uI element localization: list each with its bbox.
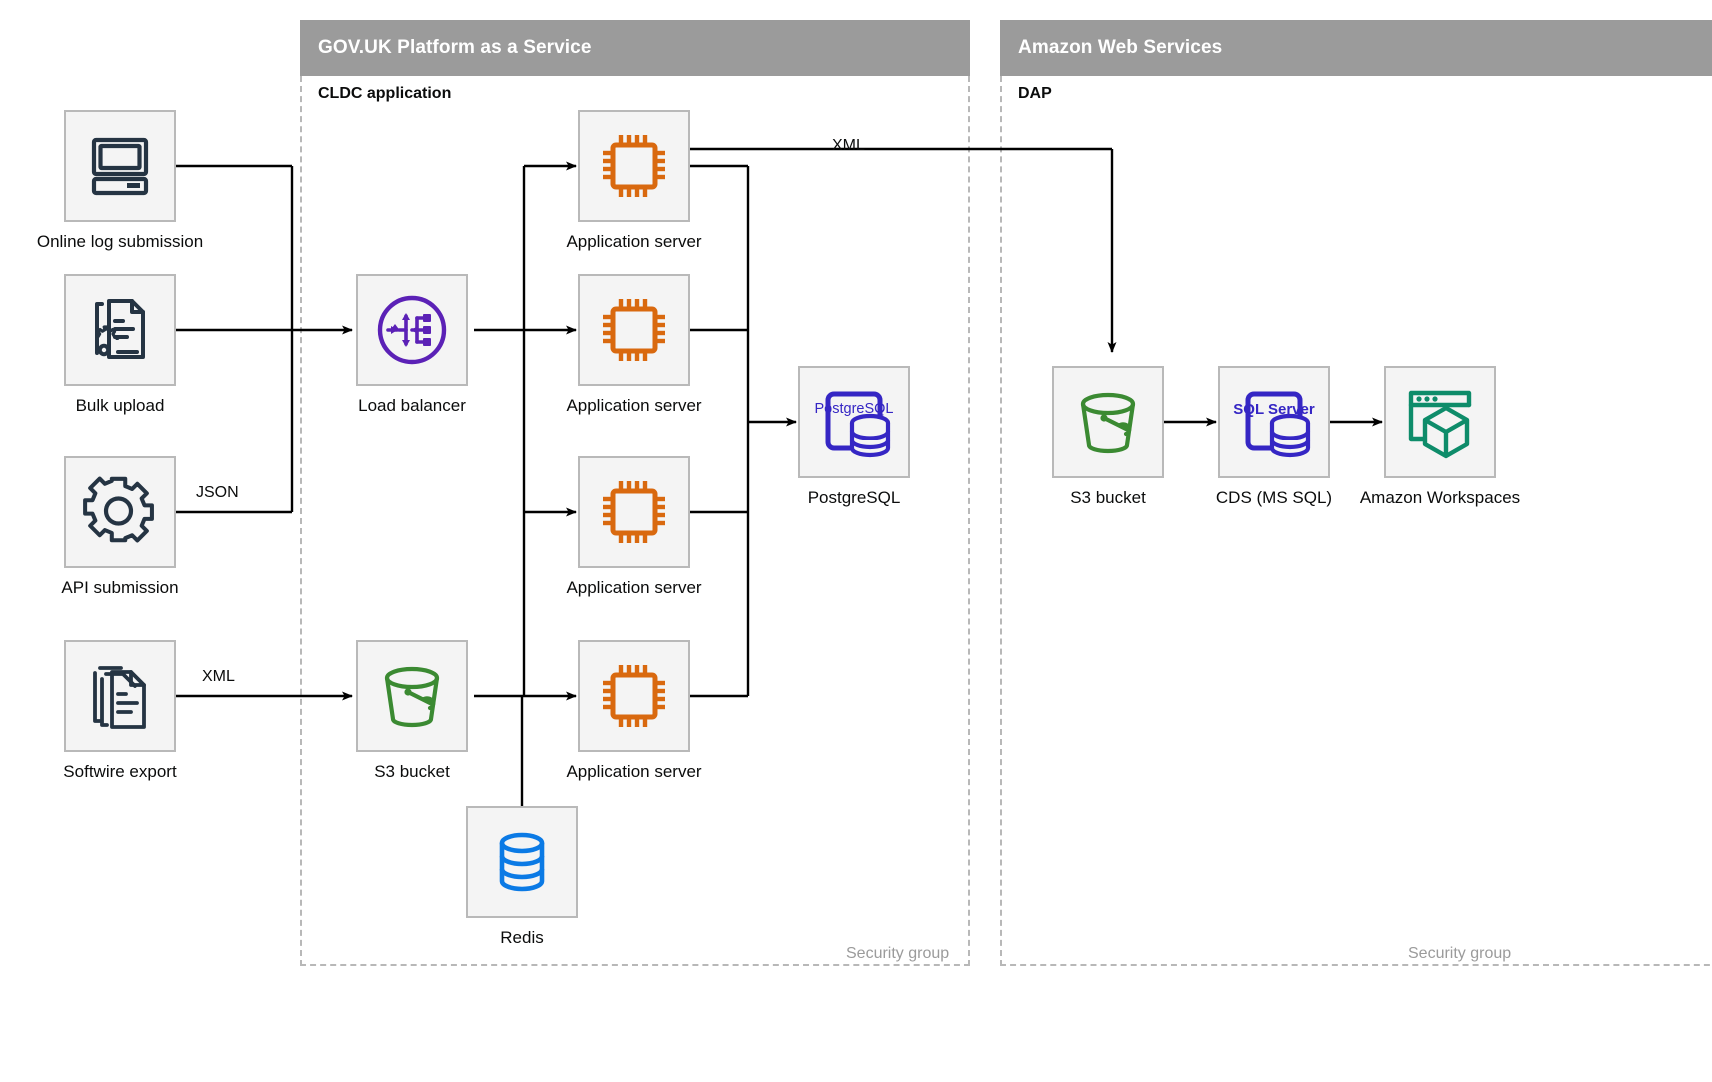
amazon-workspaces-icon bbox=[1408, 390, 1472, 459]
edge-label-xml-dap: XML bbox=[832, 137, 865, 154]
node-application-server-3[interactable]: Application server bbox=[566, 456, 702, 597]
node-label: Application server bbox=[566, 762, 702, 781]
node-label: S3 bucket bbox=[374, 762, 450, 781]
node-box bbox=[578, 456, 690, 568]
node-load-balancer[interactable]: Load balancer bbox=[356, 274, 468, 415]
node-box bbox=[64, 110, 176, 222]
node-box bbox=[356, 640, 468, 752]
postgresql-badge-text: PostgreSQL bbox=[815, 401, 894, 417]
group-header-aws: Amazon Web Services bbox=[1000, 20, 1712, 76]
node-box bbox=[466, 806, 578, 918]
node-box: PostgreSQL bbox=[798, 366, 910, 478]
node-label: Softwire export bbox=[63, 762, 177, 781]
sql-server-badge-text: SQL Server bbox=[1233, 401, 1315, 418]
group-title-aws: Amazon Web Services bbox=[1018, 37, 1223, 58]
node-label: Online log submission bbox=[36, 232, 204, 251]
node-application-server-1[interactable]: Application server bbox=[566, 110, 702, 251]
edge-label-json: JSON bbox=[196, 484, 239, 501]
desktop-computer-icon bbox=[91, 137, 149, 196]
load-balancer-icon bbox=[377, 295, 447, 365]
node-box bbox=[578, 110, 690, 222]
node-online-log-submission[interactable]: Online log submission bbox=[37, 110, 203, 251]
node-softwire-export[interactable]: Softwire export bbox=[63, 640, 177, 781]
gear-icon bbox=[83, 476, 154, 543]
node-box bbox=[356, 274, 468, 386]
node-label: Application server bbox=[566, 232, 702, 251]
node-amazon-workspaces[interactable]: Amazon Workspaces bbox=[1360, 366, 1520, 507]
node-box bbox=[64, 456, 176, 568]
edge-label-xml-softwire: XML bbox=[202, 668, 235, 685]
node-postgresql[interactable]: PostgreSQL PostgreSQL bbox=[798, 366, 910, 507]
node-box bbox=[1052, 366, 1164, 478]
node-label: CDS (MS SQL) bbox=[1215, 488, 1333, 507]
security-group-label-aws: Security group bbox=[1408, 945, 1512, 962]
node-api-submission[interactable]: API submission bbox=[61, 456, 179, 597]
cpu-chip-icon bbox=[603, 481, 665, 543]
node-bulk-upload[interactable]: Bulk upload bbox=[64, 274, 176, 415]
node-label: PostgreSQL bbox=[807, 488, 901, 507]
node-s3-bucket-paas[interactable]: S3 bucket bbox=[356, 640, 468, 781]
document-gear-icon bbox=[95, 299, 145, 359]
node-application-server-4[interactable]: Application server bbox=[566, 640, 702, 781]
node-box: SQL Server bbox=[1218, 366, 1330, 478]
cpu-chip-icon bbox=[603, 135, 665, 197]
node-box bbox=[578, 640, 690, 752]
cpu-chip-icon bbox=[603, 299, 665, 361]
node-label: API submission bbox=[61, 578, 179, 597]
node-box bbox=[64, 640, 176, 752]
node-box bbox=[64, 274, 176, 386]
node-s3-bucket-aws[interactable]: S3 bucket bbox=[1052, 366, 1164, 507]
node-box bbox=[578, 274, 690, 386]
node-label: Application server bbox=[566, 578, 702, 597]
s3-bucket-icon bbox=[384, 666, 440, 728]
redis-database-icon bbox=[499, 832, 545, 892]
sql-server-icon: SQL Server bbox=[1233, 391, 1315, 458]
group-boundary-aws bbox=[1000, 76, 1712, 966]
security-group-label-paas: Security group bbox=[846, 945, 950, 962]
node-label: Load balancer bbox=[358, 396, 466, 415]
node-label: S3 bucket bbox=[1070, 488, 1146, 507]
node-redis[interactable]: Redis bbox=[466, 806, 578, 947]
node-box bbox=[1384, 366, 1496, 478]
group-boundary-paas bbox=[300, 76, 970, 966]
node-label: Amazon Workspaces bbox=[1359, 488, 1521, 507]
node-cds-ms-sql[interactable]: SQL Server CDS (MS SQL) bbox=[1216, 366, 1332, 507]
postgresql-icon: PostgreSQL bbox=[815, 391, 894, 458]
group-subtitle-aws: DAP bbox=[1018, 85, 1052, 102]
group-subtitle-paas: CLDC application bbox=[318, 85, 452, 102]
group-title-paas: GOV.UK Platform as a Service bbox=[318, 37, 592, 58]
group-header-paas: GOV.UK Platform as a Service bbox=[300, 20, 970, 76]
cpu-chip-icon bbox=[603, 665, 665, 727]
node-label: Application server bbox=[566, 396, 702, 415]
node-label: Bulk upload bbox=[75, 396, 165, 415]
s3-bucket-icon bbox=[1080, 392, 1136, 454]
node-label: Redis bbox=[500, 928, 544, 947]
node-application-server-2[interactable]: Application server bbox=[566, 274, 702, 415]
documents-stack-icon bbox=[93, 666, 146, 729]
